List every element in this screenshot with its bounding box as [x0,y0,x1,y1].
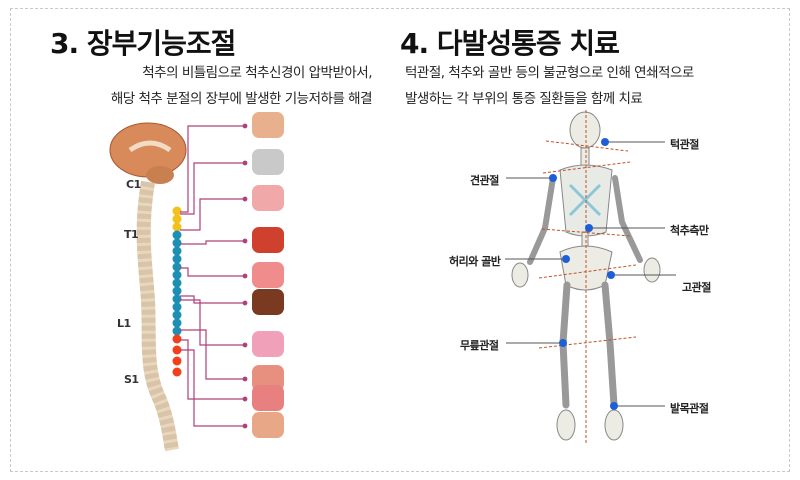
organ-icons [252,112,284,438]
joint-label-jaw: 턱관절 [670,138,699,151]
vertebra-label-s1: S1 [124,373,139,386]
lungs-icon [252,185,284,211]
desc-line: 턱관절, 척추와 골반 등의 불균형으로 인해 연쇄적으로 [405,65,694,81]
joint-leader-lines [505,141,676,407]
kidney-icon [252,365,284,391]
brain-icon [109,122,187,184]
heart-icon [252,227,284,253]
stomach-icon [252,262,284,288]
desc-line: 해당 척추 분절의 장부에 발생한 기능저하를 해결 [110,91,373,107]
joint-label-waist-pelvis: 허리와 골반 [449,255,501,268]
balance-axis-lines [538,110,637,445]
section-4-description: 턱관절, 척추와 골반 등의 불균형으로 인해 연쇄적으로 발생하는 각 부위의… [405,60,694,112]
joint-label-scoliosis: 척추측만 [670,224,709,237]
segment-dot [172,238,182,248]
bladder-icon [252,385,284,411]
segment-dot [172,270,182,280]
dashed-frame [10,8,790,472]
segment-dot [172,345,182,355]
section-3-title: 3. 장부기능조절 [50,27,236,60]
segment-dot [172,367,182,377]
joint-label-hip: 고관절 [682,281,711,294]
spinal-segment-dots [172,206,182,377]
segment-dot [172,230,182,240]
segment-dot [172,356,182,366]
jaw-icon [252,149,284,175]
segment-dot [172,214,182,224]
vertebra-label-c1: C1 [126,178,141,191]
segment-dot [172,326,182,336]
vertebra-label-l1: L1 [117,317,131,330]
desc-line: 발생하는 각 부위의 통증 질환들을 함께 치료 [405,91,643,107]
intestine-icon [252,331,284,357]
segment-dot [172,262,182,272]
segment-dot [172,254,182,264]
section-4-title: 4. 다발성통증 치료 [400,27,620,60]
joint-label-ankle: 발목관절 [670,402,709,415]
segment-dot [172,310,182,320]
segment-dot [172,286,182,296]
segment-dot [172,206,182,216]
section-3-description: 척추의 비틀림으로 척추신경이 압박받아서, 해당 척추 분절의 장부에 발생한… [60,60,373,112]
segment-dot [172,294,182,304]
pelvis-icon [252,412,284,438]
segment-dot [172,222,182,232]
segment-dot [172,278,182,288]
segment-dot [172,302,182,312]
liver-icon [252,289,284,315]
eye-icon [252,112,284,138]
joint-dots [549,138,618,410]
segment-dot [172,246,182,256]
nerve-connection-lines [180,123,248,429]
vertebra-label-t1: T1 [124,228,139,241]
desc-line: 척추의 비틀림으로 척추신경이 압박받아서, [142,65,372,81]
segment-dot [172,318,182,328]
joint-label-knee: 무릎관절 [460,339,499,352]
joint-label-shoulder: 견관절 [470,174,499,187]
segment-dot [172,334,182,344]
